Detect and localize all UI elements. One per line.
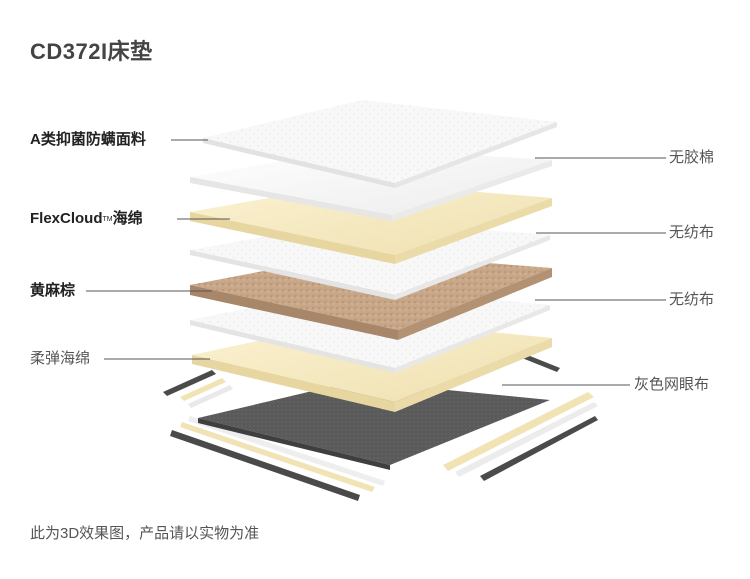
label-flexcloud-foam: FlexCloudTM海绵 [30,210,143,228]
label-no-glue-cotton: 无胶棉 [669,149,715,166]
footnote-disclaimer: 此为3D效果图，产品请以实物为准 [30,525,260,542]
label-antibacterial-fabric: A类抑菌防螨面料 [30,131,146,148]
antibacterial-fabric-layer [203,100,557,188]
label-flexcloud-suffix: 海绵 [112,210,143,227]
label-nonwoven-1: 无纺布 [669,224,715,241]
flexcloud-foam-layer [190,182,552,264]
label-soft-foam: 柔弹海绵 [30,350,91,367]
page-title: CD372I床垫 [30,39,153,64]
callout-lines [86,139,666,386]
trademark-mark: TM [102,216,113,223]
grey-mesh-layer [198,381,550,470]
label-grey-mesh: 灰色网眼布 [634,376,710,393]
label-nonwoven-2: 无纺布 [669,291,715,308]
label-flexcloud-name: FlexCloud [30,210,103,227]
bottom-frame [163,352,598,501]
label-palm: 黄麻棕 [30,282,76,299]
